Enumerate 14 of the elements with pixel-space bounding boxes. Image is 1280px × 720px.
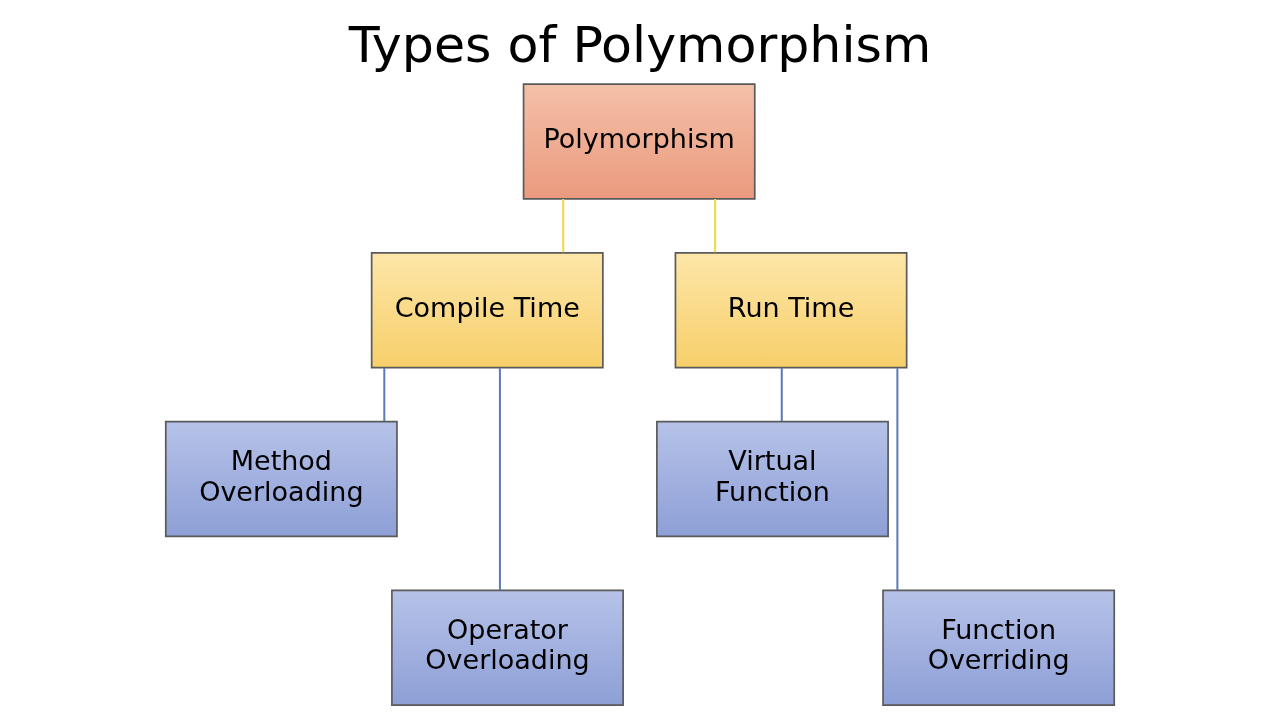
node-box: Compile Time bbox=[370, 252, 604, 369]
node-box: Function Overriding bbox=[882, 589, 1116, 706]
connector bbox=[383, 367, 386, 422]
node-box: Operator Overloading bbox=[391, 589, 624, 706]
diagram-title: Types of Polymorphism bbox=[348, 15, 932, 75]
connector bbox=[714, 199, 717, 253]
connector bbox=[780, 367, 783, 422]
node-box: Polymorphism bbox=[522, 83, 756, 200]
connector bbox=[562, 199, 565, 253]
connector bbox=[498, 368, 501, 590]
node-box: Method Overloading bbox=[164, 420, 398, 538]
node-box: Virtual Function bbox=[656, 420, 889, 538]
node-box: Run Time bbox=[674, 252, 908, 369]
connector bbox=[896, 368, 899, 590]
